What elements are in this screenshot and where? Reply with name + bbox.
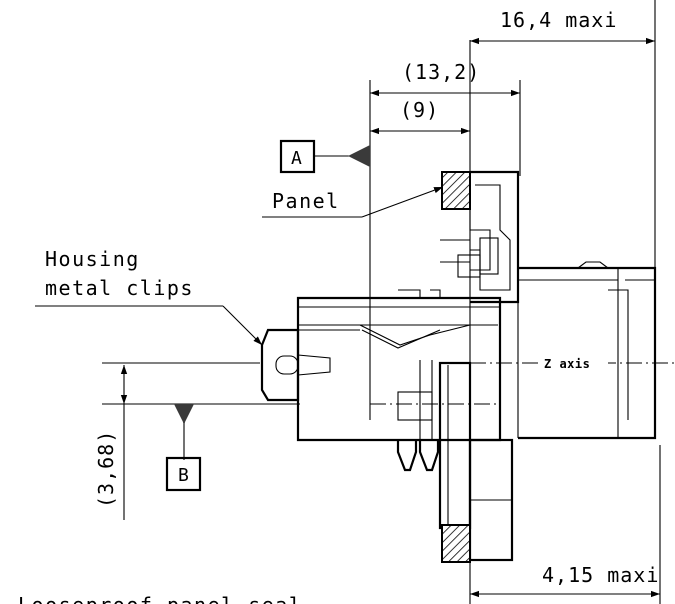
datum-b-label: B — [178, 465, 189, 486]
housing-label-line1: Housing — [45, 247, 140, 271]
panel-to-rear-value: (13,2) — [402, 60, 480, 84]
overall-length-value: 16,4 maxi — [500, 8, 617, 32]
dimension-panel-thickness: (9) — [370, 40, 471, 604]
panel-thickness-value: (9) — [400, 98, 439, 122]
polarizing-pin — [396, 440, 440, 472]
callout-panel-seal: Looseproof panel seal — [18, 593, 302, 604]
datum-b: B — [165, 404, 202, 492]
datum-b-triangle — [174, 404, 194, 424]
datum-a-label: A — [291, 148, 302, 169]
axis-offset-value: (3,68) — [94, 430, 118, 508]
panel-label: Panel — [272, 189, 340, 213]
front-sleeve — [517, 261, 657, 440]
datum-a-triangle — [348, 145, 370, 167]
dimension-overall-length: 16,4 maxi — [470, 0, 656, 365]
dimension-panel-to-rear: (13,2) — [369, 60, 521, 420]
rear-flange — [440, 170, 520, 304]
seal-label: Looseproof panel seal — [18, 593, 302, 604]
seal-section-lower — [441, 524, 471, 563]
callout-panel: Panel — [262, 186, 444, 218]
z-axis-label: Z axis — [544, 357, 590, 371]
front-length-value: 4,15 maxi — [542, 563, 659, 587]
seal-section-upper — [441, 171, 471, 210]
callout-housing-clips: Housing metal clips — [35, 247, 263, 346]
metal-clip — [260, 328, 360, 402]
housing-label-line2: metal clips — [45, 276, 194, 300]
datum-a: A — [279, 139, 370, 174]
dimension-axis-offset: (3,68) — [94, 362, 300, 520]
dimension-front-length: 4,15 maxi — [470, 445, 661, 604]
